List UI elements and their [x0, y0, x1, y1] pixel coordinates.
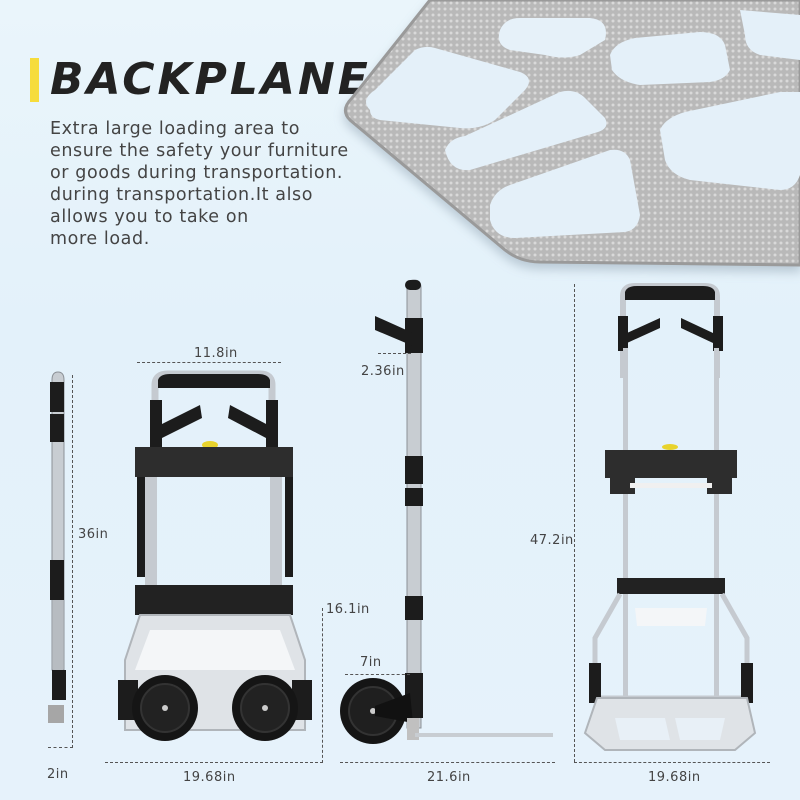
description-line: during transportation.It also: [50, 185, 314, 205]
dimension-line: [137, 362, 281, 363]
extended-side-view-image: [340, 279, 553, 744]
dimension-line: [574, 762, 770, 763]
title-accent-bar: [30, 58, 39, 102]
description-line: or goods during transportation.: [50, 163, 344, 183]
dimension-line: [340, 762, 555, 763]
backplane-closeup-image: [344, 0, 800, 267]
description-line: ensure the safety your furniture: [50, 141, 349, 161]
description-line: more load.: [50, 229, 150, 249]
dim-extended-height: 47.2in: [530, 533, 574, 548]
description: Extra large loading area to ensure the s…: [50, 118, 350, 250]
dim-extended-width: 19.68in: [648, 770, 701, 785]
dimension-line: [378, 353, 411, 354]
dim-side-length: 21.6in: [427, 770, 471, 785]
dim-folded-handle-width: 11.8in: [194, 346, 238, 361]
dim-folded-front-width: 19.68in: [183, 770, 236, 785]
dimension-line: [105, 762, 323, 763]
extended-front-view-image: [583, 283, 757, 751]
dimension-line: [48, 747, 73, 748]
dim-folded-side-height: 36in: [78, 527, 109, 542]
page-title: BACKPLANE: [50, 54, 371, 105]
folded-front-view-image: [118, 370, 312, 741]
dim-folded-front-height: 16.1in: [326, 602, 370, 617]
dim-handle-offset: 2.36in: [361, 364, 405, 379]
dim-folded-side-depth: 2in: [47, 767, 69, 782]
dim-wheel-diameter: 7in: [360, 655, 382, 670]
description-line: allows you to take on: [50, 207, 249, 227]
dimension-line: [72, 375, 73, 748]
dimension-line: [574, 284, 575, 762]
folded-side-view-image: [48, 371, 66, 723]
description-line: Extra large loading area to: [50, 119, 301, 139]
dimension-line: [322, 608, 323, 763]
dimension-line: [345, 674, 410, 675]
